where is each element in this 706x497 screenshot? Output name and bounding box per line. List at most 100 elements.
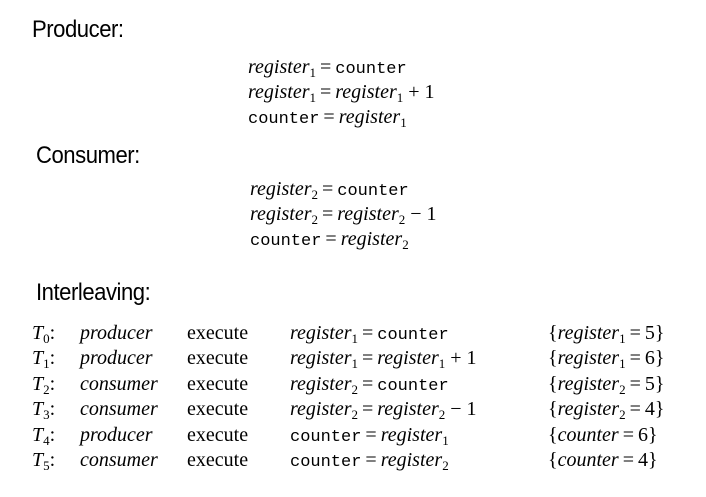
equals-sign: = [323,106,335,128]
rhs-var: register [340,228,403,250]
state-var: register [557,372,620,395]
state: {counter=4} [548,449,658,472]
statement: register2=counter [290,373,449,398]
state-value: 4 [644,398,655,421]
time-sub: 2 [43,381,50,397]
time-letter: T [32,449,44,471]
rhs-code: counter [377,376,449,396]
brace-open: { [548,347,558,370]
equals-sign: = [622,423,634,446]
consumer-line-2: register2=register2 − 1 [250,202,437,232]
rhs-sub: 2 [398,212,406,227]
equals-sign: = [361,398,374,421]
rhs-var: register [377,398,439,421]
lhs-sub: 1 [309,65,316,80]
statement: register2=register2 − 1 [290,398,477,423]
time-letter: T [32,423,44,446]
time-step: T4: [32,424,55,449]
rhs-sub: 2 [442,458,449,473]
statement: register1=register1 + 1 [290,347,477,372]
action: execute [187,423,249,446]
state-value: 6 [644,347,655,370]
action: execute [187,347,249,370]
time-sub: 1 [43,356,50,372]
lhs-code: counter [248,110,320,129]
time-colon: : [49,322,56,344]
equals-sign: = [629,372,641,395]
lhs-var: register [248,56,310,78]
producer-line-3: counter=register1 [248,105,407,135]
lhs-sub: 2 [351,407,358,423]
actor: producer [80,347,153,370]
brace-open: { [548,423,558,446]
brace-close: } [647,423,658,446]
equals-sign: = [361,347,374,370]
state-sub: 1 [619,356,626,372]
time-sub: 0 [43,331,50,346]
equals-sign: = [629,322,641,344]
brace-close: } [654,372,665,395]
rhs-sub: 1 [396,90,404,105]
state-value: 6 [637,423,648,446]
time-step: T1: [32,347,55,372]
time-colon: : [49,372,56,395]
lhs-var: register [290,347,352,370]
interleaving-heading: Interleaving: [36,279,151,306]
lhs-var: register [250,203,312,225]
state-var: counter [557,449,619,471]
time-step: T0: [32,322,55,347]
time-step: T2: [32,373,55,398]
rhs-sub: 2 [438,407,446,423]
producer-heading: Producer: [32,16,124,43]
action: execute [187,322,249,344]
equals-sign: = [321,203,334,225]
time-letter: T [32,372,44,395]
rhs-var: register [338,106,401,128]
state-value: 5 [644,322,655,344]
equals-sign: = [325,228,337,250]
state-var: register [557,322,620,344]
time-sub: 4 [43,432,50,448]
lhs-var: register [290,398,352,421]
state-value: 4 [637,449,648,471]
statement: register1=counter [290,322,449,347]
equals-sign: = [629,347,641,370]
lhs-code: counter [250,232,322,251]
brace-open: { [548,449,558,471]
state-sub: 2 [619,381,626,397]
lhs-sub: 2 [311,187,318,202]
state-var: register [557,347,620,370]
lhs-sub: 1 [351,331,358,346]
lhs-var: register [290,322,352,344]
state-sub: 2 [619,407,626,423]
time-colon: : [49,398,56,421]
time-step: T3: [32,398,55,423]
equals-sign: = [365,423,377,446]
statement: counter=register1 [290,424,449,449]
lhs-sub: 2 [311,212,318,227]
actor: consumer [80,372,158,395]
equals-sign: = [365,449,377,471]
rhs-var: register [380,449,443,471]
action: execute [187,398,249,421]
time-letter: T [32,322,44,344]
lhs-sub: 1 [309,90,316,105]
rhs-sub: 1 [442,432,449,448]
time-letter: T [32,347,44,370]
state-value: 5 [644,372,655,395]
brace-close: } [654,347,665,370]
consumer-line-1: register2=counter [250,177,409,207]
equals-sign: = [361,372,374,395]
brace-open: { [548,372,558,395]
producer-line-2: register1=register1 + 1 [248,80,435,110]
state-var: counter [557,423,619,446]
lhs-code: counter [290,427,362,447]
rhs-sub: 1 [400,115,407,130]
brace-close: } [647,449,658,471]
state-sub: 1 [619,331,626,346]
rhs-code: counter [377,326,449,345]
rhs-tail: + 1 [450,347,477,370]
